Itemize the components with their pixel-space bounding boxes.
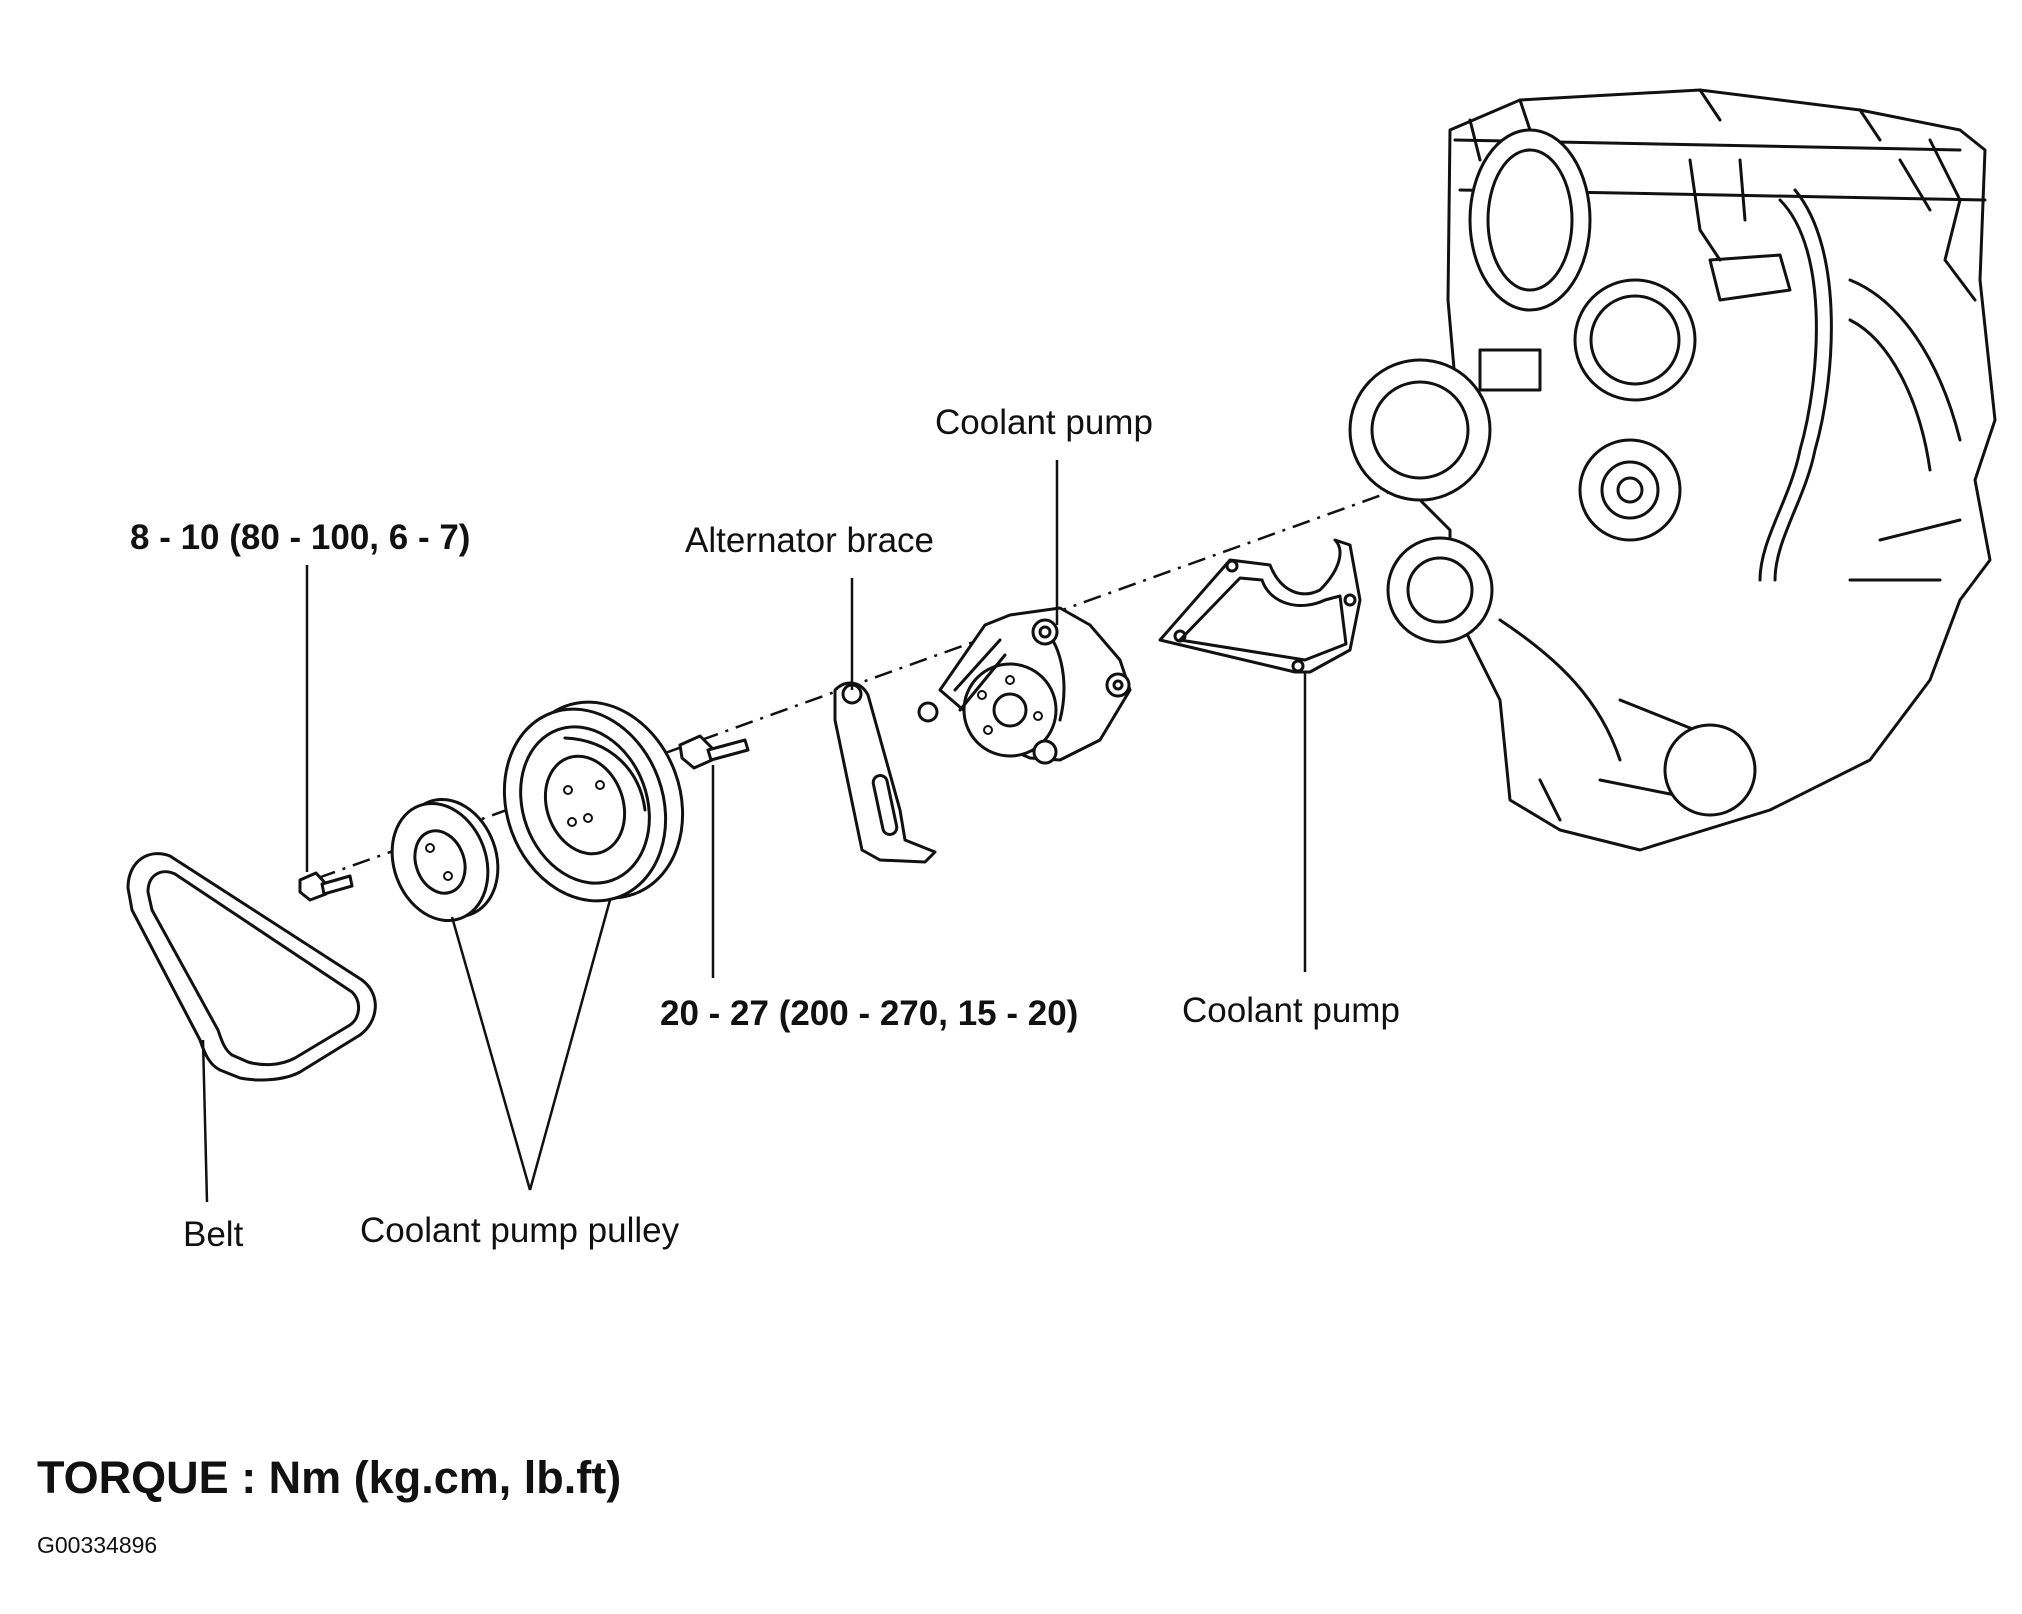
belt-drawing (126, 852, 377, 1082)
leader-pulley-small (450, 916, 532, 1191)
torque-label-small-bolt: 8 - 10 (80 - 100, 6 - 7) (130, 518, 471, 557)
label-coolant-pump-pulley: Coolant pump pulley (360, 1211, 680, 1250)
leader-pulley-large (528, 899, 612, 1191)
label-alternator-brace: Alternator brace (685, 521, 935, 560)
coolant-pump-pulley-small-drawing (390, 797, 500, 923)
engine-block (1348, 88, 1997, 852)
large-bolt-drawing (678, 734, 750, 770)
torque-units-legend: TORQUE : Nm (kg.cm, lb.ft) (37, 1452, 622, 1503)
figure-id: G00334896 (37, 1532, 158, 1558)
label-belt: Belt (183, 1215, 244, 1254)
label-coolant-pump-gasket: Coolant pump (1182, 991, 1400, 1030)
leader-lines (201, 460, 1307, 1203)
small-bolt-drawing (298, 871, 354, 902)
coolant-pump-drawing (917, 606, 1132, 765)
coolant-pump-gasket-drawing (1158, 538, 1362, 674)
coolant-pump-pulley-large-drawing (502, 700, 685, 903)
label-coolant-pump-top: Coolant pump (935, 403, 1153, 442)
torque-label-large-bolt: 20 - 27 (200 - 270, 15 - 20) (660, 994, 1079, 1033)
leader-belt (201, 1039, 209, 1203)
alternator-brace-drawing (833, 681, 937, 864)
